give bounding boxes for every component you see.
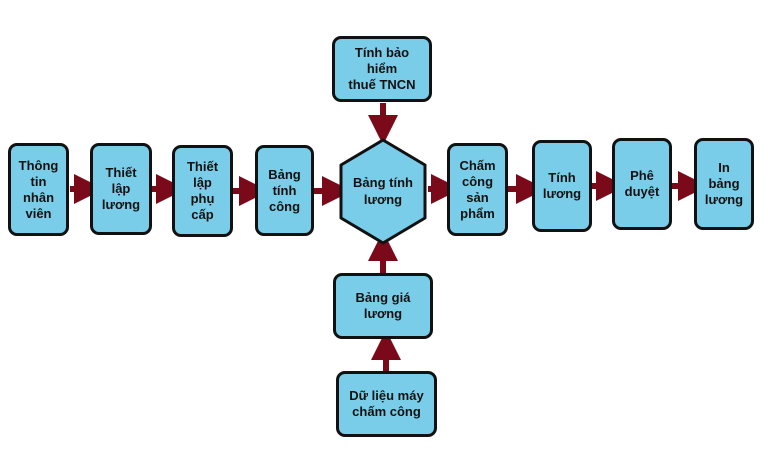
box-in-bang-luong: In bảng lương — [694, 138, 754, 230]
box-thong-tin-nhan-vien: Thông tin nhân viên — [8, 143, 69, 236]
label-bang-tinh-luong: Bảng tính lương — [353, 175, 413, 207]
box-phe-duyet: Phê duyệt — [612, 138, 672, 230]
box-thiet-lap-phu-cap: Thiết lập phụ cấp — [172, 145, 233, 237]
box-tinh-bao-hiem-thue-tncn: Tính bảo hiểm thuế TNCN — [332, 36, 432, 102]
box-cham-cong-san-pham: Chấm công sản phẩm — [447, 143, 508, 236]
hexagon-bang-tinh-luong — [339, 138, 427, 245]
box-du-lieu-may-cham-cong: Dữ liệu máy chấm công — [336, 371, 437, 437]
box-thiet-lap-luong: Thiết lập lương — [90, 143, 152, 235]
box-bang-tinh-cong: Bảng tính công — [255, 145, 314, 236]
box-tinh-luong: Tính lương — [532, 140, 592, 232]
box-bang-gia-luong: Bảng giá lương — [333, 273, 433, 339]
